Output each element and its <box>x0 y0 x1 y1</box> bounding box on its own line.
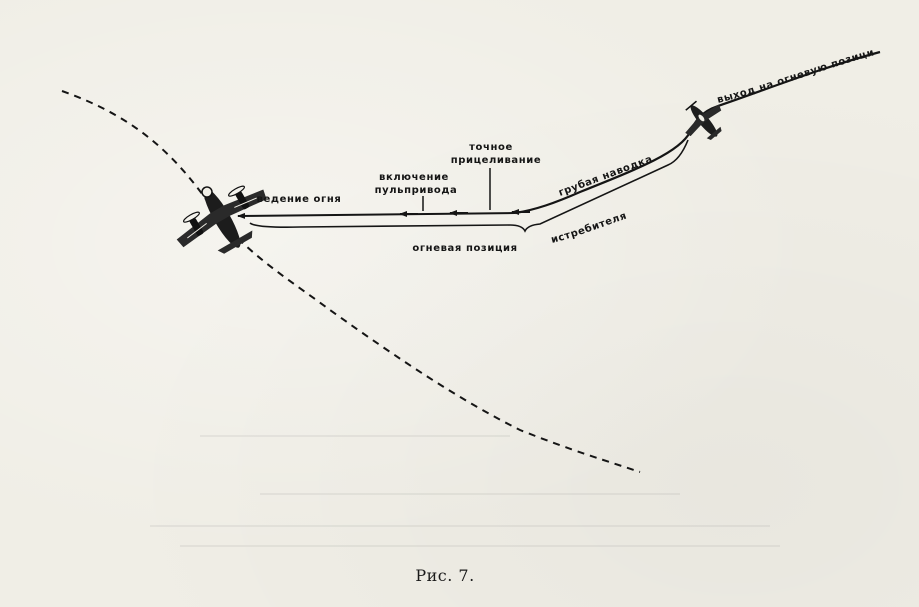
bleed-through-line <box>260 493 680 495</box>
bleed-through-line <box>200 435 510 437</box>
label-gun-on-line2: пульпривода <box>375 185 458 196</box>
label-precise-aiming-line2: прицеливание <box>451 155 542 166</box>
label-precise-aiming-line1: точное <box>469 142 513 153</box>
figure-caption: Рис. 7. <box>415 566 475 585</box>
label-rough-aiming: грубая наводка <box>557 154 654 199</box>
bleed-through-line <box>150 525 770 527</box>
label-firing-position: огневая позиция <box>412 243 517 254</box>
label-gun-on-line1: включение <box>379 172 449 183</box>
bleed-through-line <box>180 545 780 547</box>
label-exit-to-firing-position: выход на огневую позицию <box>0 0 876 106</box>
firing-position-brace <box>249 139 689 233</box>
label-fighter: истребителя <box>550 211 629 246</box>
target-trajectory-dashed <box>61 90 641 473</box>
label-firing: ведение огня <box>257 194 342 205</box>
attack-line <box>237 212 516 219</box>
bomber-plane-icon <box>176 185 267 254</box>
fighter-plane-icon <box>685 100 722 141</box>
